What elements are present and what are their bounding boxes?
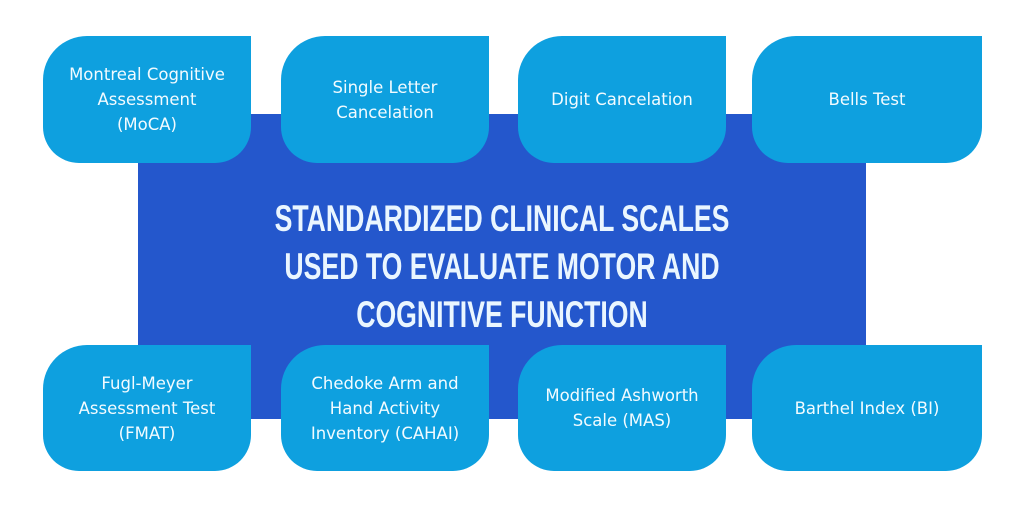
diagram-title: STANDARDIZED CLINICAL SCALES USED TO EVA… bbox=[272, 195, 733, 339]
scale-label: Montreal Cognitive Assessment (MoCA) bbox=[69, 65, 225, 134]
scale-box-fmat: Fugl-Meyer Assessment Test (FMAT) bbox=[43, 345, 251, 471]
scale-box-bells-test: Bells Test bbox=[752, 36, 982, 163]
scale-box-moca: Montreal Cognitive Assessment (MoCA) bbox=[43, 36, 251, 163]
scale-label: Modified Ashworth Scale (MAS) bbox=[545, 386, 699, 430]
scale-box-cahai: Chedoke Arm and Hand Activity Inventory … bbox=[281, 345, 489, 471]
title-line-3: COGNITIVE FUNCTION bbox=[356, 293, 648, 335]
scale-label: Fugl-Meyer Assessment Test (FMAT) bbox=[78, 373, 216, 443]
scale-label: Single Letter Cancelation bbox=[332, 77, 438, 122]
scale-label: Bells Test bbox=[828, 90, 906, 109]
scale-box-single-letter-cancelation: Single Letter Cancelation bbox=[281, 36, 489, 163]
scale-box-barthel-index: Barthel Index (BI) bbox=[752, 345, 982, 471]
scale-box-mas: Modified Ashworth Scale (MAS) bbox=[518, 345, 726, 471]
scale-label: Digit Cancelation bbox=[551, 90, 693, 109]
title-line-1: STANDARDIZED CLINICAL SCALES bbox=[274, 197, 730, 239]
scale-label: Barthel Index (BI) bbox=[794, 398, 940, 418]
scale-label: Chedoke Arm and Hand Activity Inventory … bbox=[310, 373, 460, 443]
central-title-panel: STANDARDIZED CLINICAL SCALES USED TO EVA… bbox=[138, 114, 866, 419]
title-line-2: USED TO EVALUATE MOTOR AND bbox=[284, 245, 720, 287]
scale-box-digit-cancelation: Digit Cancelation bbox=[518, 36, 726, 163]
